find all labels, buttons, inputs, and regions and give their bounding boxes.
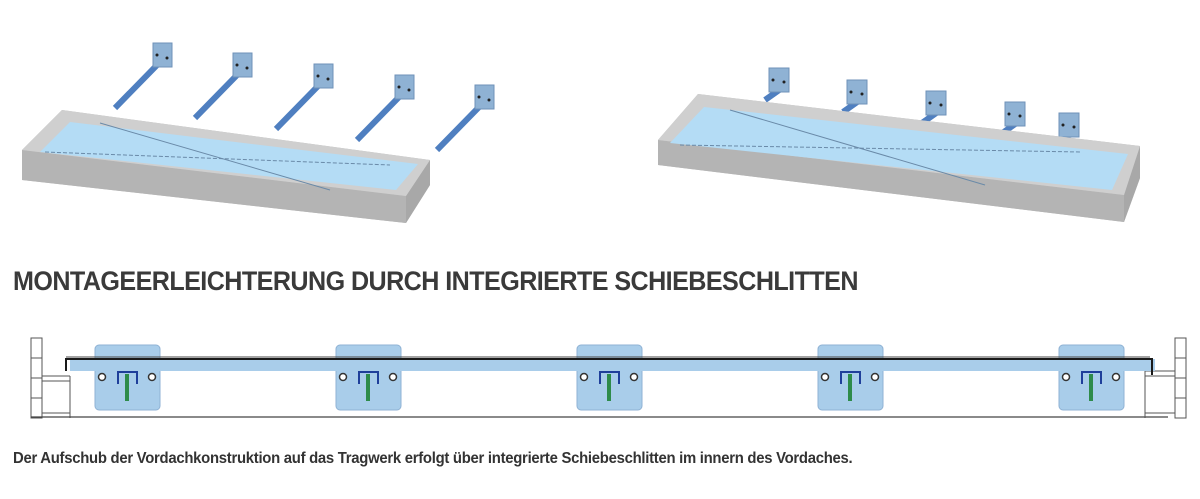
canopy-frame xyxy=(22,110,430,223)
sliding-carriage xyxy=(94,344,161,411)
canopy-frame xyxy=(658,94,1140,222)
sliding-carriage xyxy=(576,344,643,411)
bracket xyxy=(999,101,1026,137)
bracket xyxy=(434,84,495,153)
bracket xyxy=(273,63,334,132)
bracket xyxy=(763,67,790,103)
glass-panel xyxy=(40,122,418,190)
wall-brackets xyxy=(763,67,1080,148)
wall-brackets xyxy=(112,42,495,153)
canopy-beam xyxy=(65,356,1155,375)
canopy-detached-illustration xyxy=(22,42,495,223)
bracket xyxy=(920,90,947,126)
sliding-carriage xyxy=(1058,344,1125,411)
canopy-mounted-illustration xyxy=(658,67,1140,222)
caption-text: Der Aufschub der Vordachkonstruktion auf… xyxy=(13,450,853,467)
bracket xyxy=(354,74,415,143)
bracket xyxy=(112,42,173,111)
wall-profile-left xyxy=(30,337,71,419)
sliding-carriage xyxy=(335,344,402,411)
section-heading: MONTAGEERLEICHTERUNG DURCH INTEGRIERTE S… xyxy=(13,266,858,296)
carriages xyxy=(94,344,1125,411)
wall-profile-right xyxy=(1144,337,1187,419)
bracket xyxy=(841,79,868,115)
bracket xyxy=(192,52,253,121)
sliding-carriage-section xyxy=(30,337,1187,419)
sliding-carriage xyxy=(817,344,884,411)
